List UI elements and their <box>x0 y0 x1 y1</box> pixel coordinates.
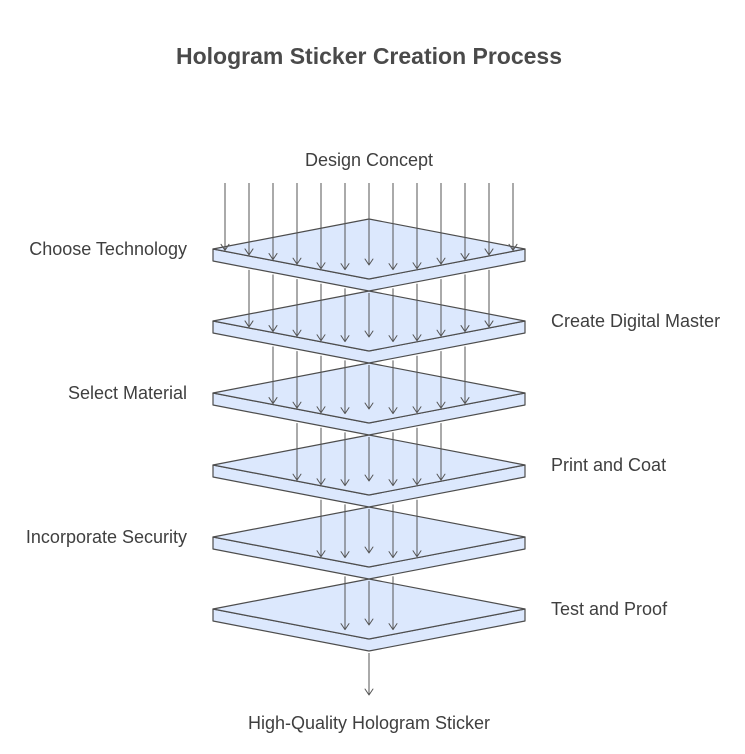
flow-arrow <box>268 346 278 405</box>
flow-arrow <box>244 269 254 328</box>
layer-plate-3 <box>212 346 526 436</box>
flow-arrow <box>340 504 350 559</box>
flow-arrow <box>340 432 350 487</box>
flow-arrow <box>316 499 326 558</box>
input-label: Design Concept <box>305 150 433 170</box>
flow-arrow <box>340 288 350 343</box>
flow-arrow <box>412 183 422 270</box>
flow-arrow <box>220 183 230 251</box>
flow-arrow <box>316 283 326 342</box>
flow-arrow <box>508 183 518 251</box>
step-label-2: Create Digital Master <box>551 311 720 331</box>
flow-arrow <box>364 183 374 266</box>
step-label-4: Print and Coat <box>551 455 666 475</box>
flow-arrow <box>412 427 422 486</box>
flow-arrow <box>364 293 374 338</box>
flow-arrow <box>412 499 422 558</box>
flow-arrow <box>364 581 374 626</box>
layer-plate-4 <box>212 423 526 508</box>
flow-arrow <box>316 355 326 414</box>
flow-arrow <box>388 504 398 559</box>
flow-arrow <box>484 269 494 328</box>
flow-arrow <box>292 279 302 337</box>
flow-arrow <box>364 365 374 410</box>
flow-arrow <box>316 427 326 486</box>
flow-arrow <box>244 183 254 256</box>
flow-arrow <box>460 346 470 405</box>
step-label-3: Select Material <box>68 383 187 403</box>
flow-arrow <box>412 355 422 414</box>
flow-arrow <box>388 360 398 415</box>
flow-arrow <box>460 183 470 261</box>
step-label-1: Choose Technology <box>29 239 187 259</box>
layer-stack <box>212 183 526 696</box>
flow-arrow <box>340 360 350 415</box>
layer-plate-2 <box>212 269 526 364</box>
step-label-5: Incorporate Security <box>26 527 187 547</box>
flow-arrow <box>460 274 470 333</box>
flow-arrow <box>364 437 374 482</box>
flow-arrow <box>388 432 398 487</box>
flow-arrow <box>436 183 446 265</box>
diagram-title: Hologram Sticker Creation Process <box>176 43 562 69</box>
flow-arrow <box>316 183 326 270</box>
layer-plate-5 <box>212 499 526 580</box>
step-label-6: Test and Proof <box>551 599 668 619</box>
flow-arrow <box>484 183 494 256</box>
flow-arrow <box>340 183 350 271</box>
output-arrow <box>364 653 374 696</box>
flow-arrow <box>268 274 278 333</box>
layer-plate-1 <box>212 183 526 292</box>
flow-arrow <box>412 283 422 342</box>
flow-arrow <box>436 279 446 337</box>
flow-arrow <box>436 351 446 409</box>
flow-arrow <box>292 423 302 481</box>
layer-plate-6 <box>212 576 526 652</box>
flow-arrow <box>388 183 398 271</box>
flow-arrow <box>364 509 374 554</box>
output-label: High-Quality Hologram Sticker <box>248 713 490 733</box>
flow-arrow <box>388 576 398 631</box>
flow-arrow <box>292 351 302 409</box>
flow-arrow <box>292 183 302 265</box>
flow-arrow <box>436 423 446 481</box>
flow-arrow <box>268 183 278 261</box>
flow-arrow <box>340 576 350 631</box>
flow-arrow <box>388 288 398 343</box>
